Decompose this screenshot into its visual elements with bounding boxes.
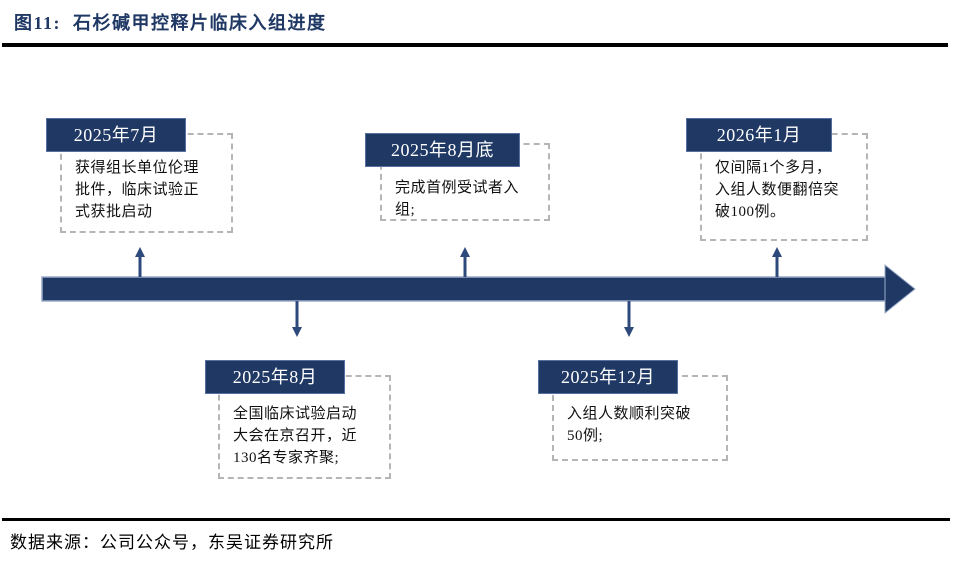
connector-arrow-down-2 [624, 301, 634, 337]
event-date-badge-2025-08-end: 2025年8月底 [365, 133, 520, 167]
connector-arrow-up-1 [135, 247, 145, 277]
timeline-arrowhead-icon [884, 263, 916, 315]
source-note: 数据来源：公司公众号，东吴证券研究所 [10, 533, 334, 552]
connector-arrow-up-3 [772, 247, 782, 277]
connector-arrow-up-2 [460, 247, 470, 277]
event-date-badge-2025-07: 2025年7月 [46, 118, 186, 152]
timeline-bar [41, 276, 888, 302]
title-divider-rule [2, 43, 948, 47]
timeline [41, 247, 916, 337]
event-date-badge-2026-01: 2026年1月 [686, 118, 832, 152]
connector-arrow-down-1 [292, 301, 302, 337]
event-date-badge-2025-08: 2025年8月 [205, 360, 345, 394]
footer-divider-rule [2, 518, 950, 521]
figure-title: 图11: 石杉碱甲控释片临床入组进度 [14, 13, 327, 33]
event-date-badge-2025-12: 2025年12月 [538, 360, 678, 394]
